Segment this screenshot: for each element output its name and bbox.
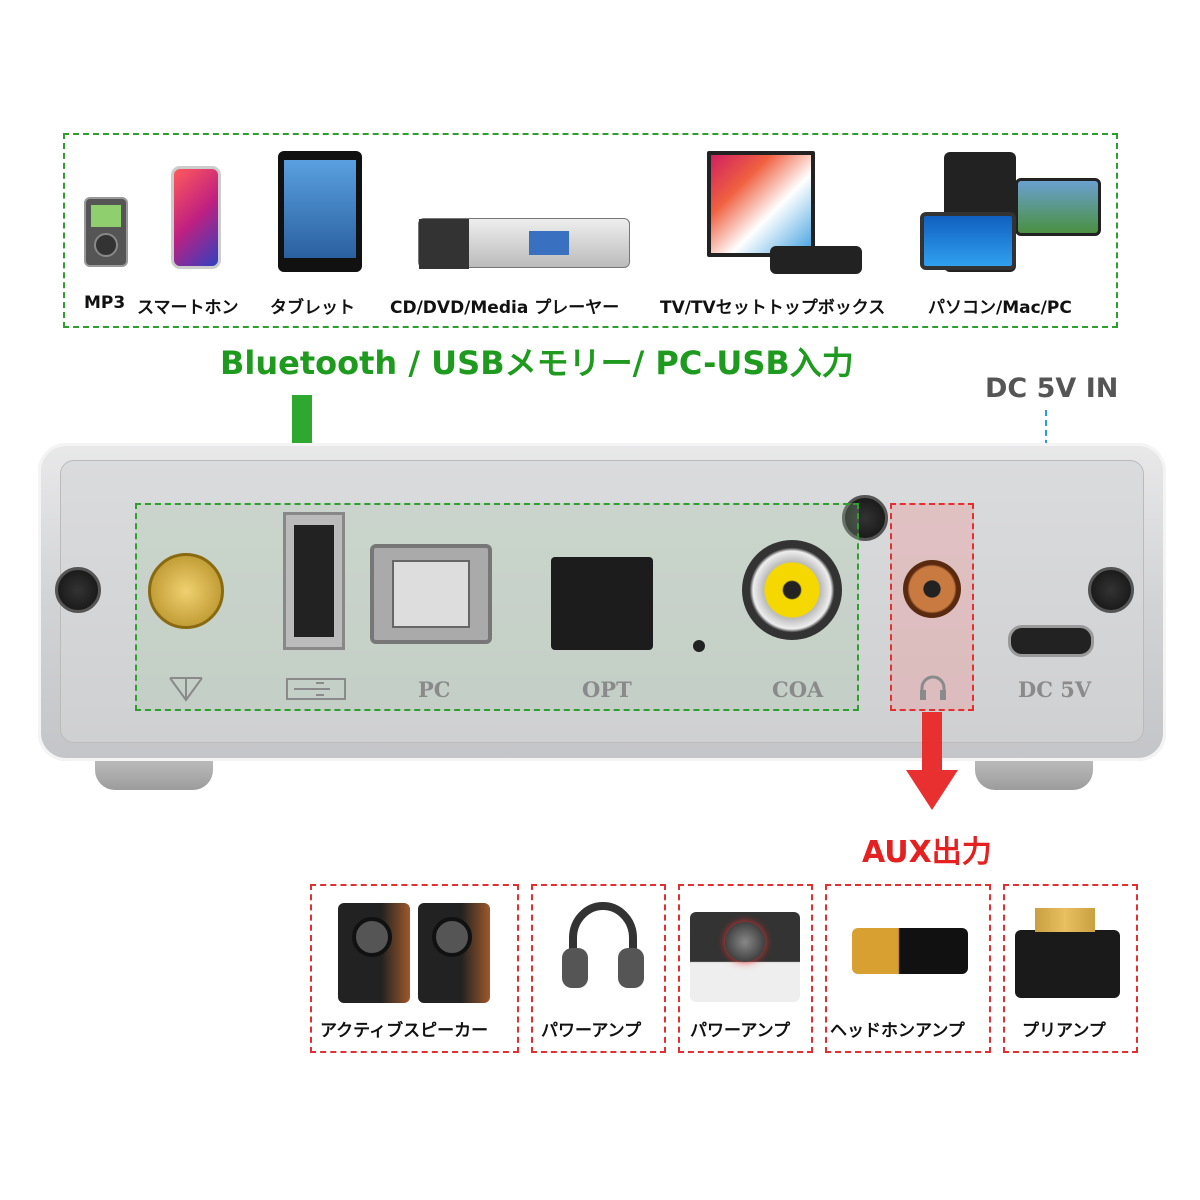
red-arrow-icon — [906, 712, 958, 810]
output-device-box — [531, 884, 666, 1053]
screw-icon — [842, 495, 888, 541]
source-label: スマートホン — [137, 298, 239, 318]
set-top-box-icon — [770, 246, 862, 274]
source-label: TV/TVセットトップボックス — [660, 298, 886, 318]
speaker-icon — [338, 903, 410, 1003]
output-label: ヘッドホンアンプ — [830, 1021, 965, 1041]
preamp-icon — [1015, 908, 1120, 998]
output-label: プリアンプ — [1022, 1021, 1106, 1041]
usb-a-port[interactable] — [283, 512, 345, 650]
indicator-led — [693, 640, 705, 652]
output-device-box — [310, 884, 519, 1053]
headphone-amp-icon — [852, 928, 968, 974]
source-label: パソコン/Mac/PC — [928, 298, 1072, 318]
port-label-pc: PC — [418, 677, 451, 702]
dc-input-title: DC 5V IN — [985, 373, 1119, 404]
output-title: AUX出力 — [862, 835, 992, 870]
antenna-icon — [169, 677, 203, 702]
speaker-icon — [418, 903, 490, 1003]
headphone-icon — [920, 675, 946, 700]
media-player-icon — [418, 218, 630, 269]
output-label: パワーアンプ — [541, 1021, 642, 1041]
laptop-icon — [920, 212, 1016, 270]
output-label: パワーアンプ — [690, 1021, 791, 1041]
tablet-icon — [278, 151, 362, 272]
headphones-icon — [562, 902, 644, 988]
output-label: アクティブスピーカー — [320, 1021, 489, 1041]
source-devices-box — [63, 133, 1118, 328]
screw-icon — [55, 567, 101, 613]
port-label-opt: OPT — [582, 677, 632, 702]
amplifier-icon — [690, 912, 800, 1002]
source-label: タブレット — [270, 298, 355, 318]
input-title: Bluetooth / USBメモリー/ PC-USB入力 — [220, 344, 854, 382]
input-zone-highlight — [135, 503, 859, 711]
antenna-port[interactable] — [148, 553, 224, 629]
tv-icon — [707, 151, 815, 257]
aux-out-port[interactable] — [903, 560, 961, 618]
coaxial-port[interactable] — [742, 540, 842, 640]
port-label-dc: DC 5V — [1018, 677, 1092, 702]
optical-port[interactable] — [551, 557, 653, 650]
output-device-box — [678, 884, 813, 1053]
monitor-icon — [1015, 178, 1101, 236]
mp3-player-icon — [84, 197, 128, 267]
dc-micro-usb-port[interactable] — [1008, 625, 1094, 657]
output-device-box — [825, 884, 991, 1053]
source-label: MP3 — [84, 293, 126, 313]
output-device-box — [1003, 884, 1138, 1053]
usb-icon — [286, 678, 346, 700]
screw-icon — [1088, 567, 1134, 613]
port-label-coa: COA — [772, 677, 824, 702]
usb-b-port[interactable] — [370, 544, 492, 644]
smartphone-icon — [171, 166, 221, 269]
source-label: CD/DVD/Media プレーヤー — [390, 298, 620, 318]
